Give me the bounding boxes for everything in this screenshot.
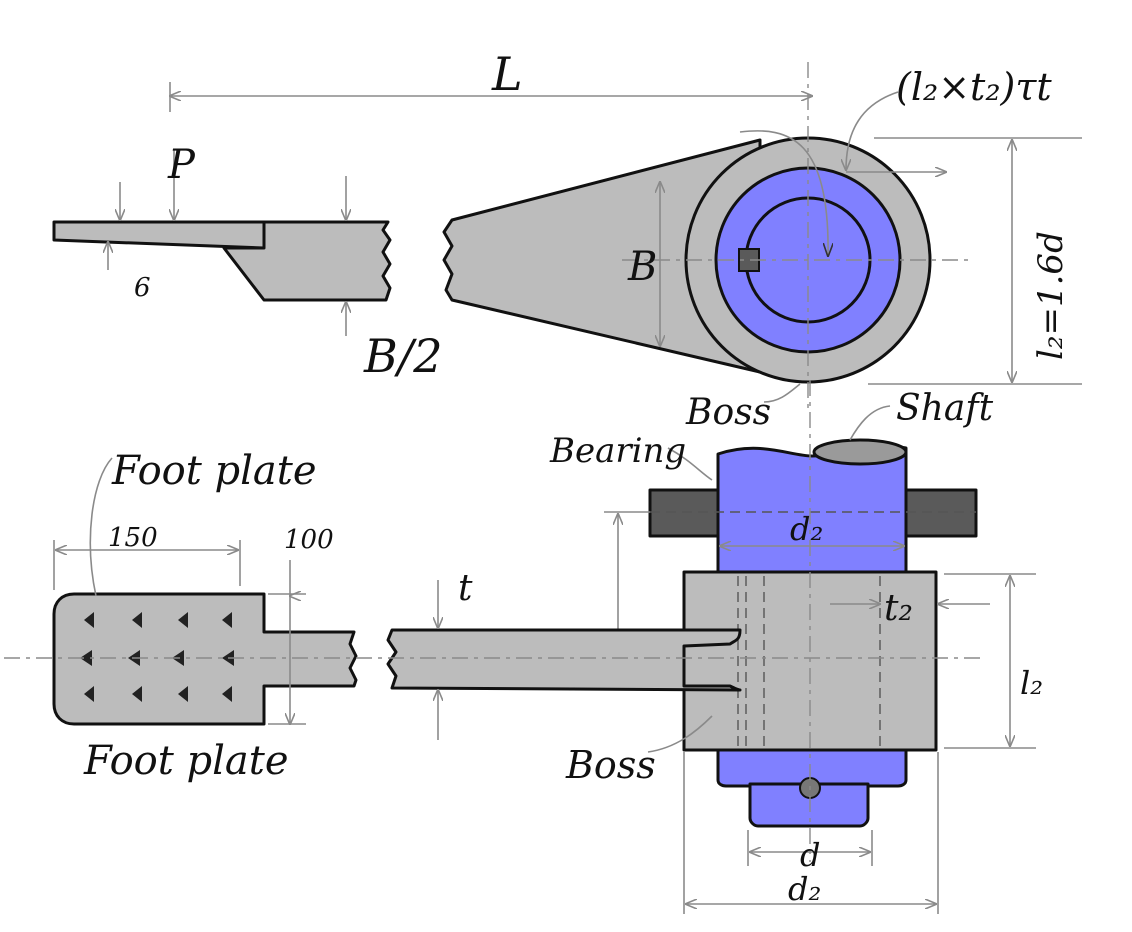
dim-100-label: 100: [284, 525, 334, 555]
foot-plate-bottom-label: Foot plate: [83, 738, 289, 784]
boss-dia-top-label: d₂: [790, 510, 823, 548]
thickness-t-label: t: [458, 568, 473, 609]
boss-top-label: Boss: [685, 392, 771, 433]
load-p-label: P: [167, 142, 196, 188]
shaft-lower: [748, 782, 870, 828]
thickness-6-label: 6: [134, 273, 151, 303]
dim-150-label: 150: [108, 523, 158, 553]
foot-plate-plan: [52, 592, 358, 726]
foot-plate-side: [52, 220, 266, 250]
boss-length-eq-label: l₂=1.6d: [1031, 231, 1071, 360]
boss-length-label: l₂: [1020, 664, 1043, 702]
foot-plate-plan-view: [4, 457, 980, 740]
width-b-label: B: [627, 244, 657, 290]
boss-section-view: [604, 380, 1036, 914]
lever-side-view: [52, 150, 392, 336]
shaft-label: Shaft: [896, 388, 994, 429]
bearing-label: Bearing: [549, 431, 686, 471]
half-width-label: B/2: [363, 329, 443, 383]
length-l-label: L: [491, 47, 523, 101]
boss-dia-bottom-label: d₂: [788, 870, 821, 908]
shaft-dia-label: d: [800, 836, 820, 874]
torque-force-label: (l₂×t₂)τt: [896, 65, 1052, 109]
shaft-end: [812, 438, 908, 466]
foot-plate-top-label: Foot plate: [111, 448, 317, 494]
lever-arm-plan-bottom: [386, 628, 742, 692]
lever-plan-view: [170, 62, 1082, 408]
hub-thickness-label: t₂: [884, 588, 913, 629]
boss-bottom-label: Boss: [565, 743, 656, 787]
lever-arm-side: [222, 220, 392, 302]
